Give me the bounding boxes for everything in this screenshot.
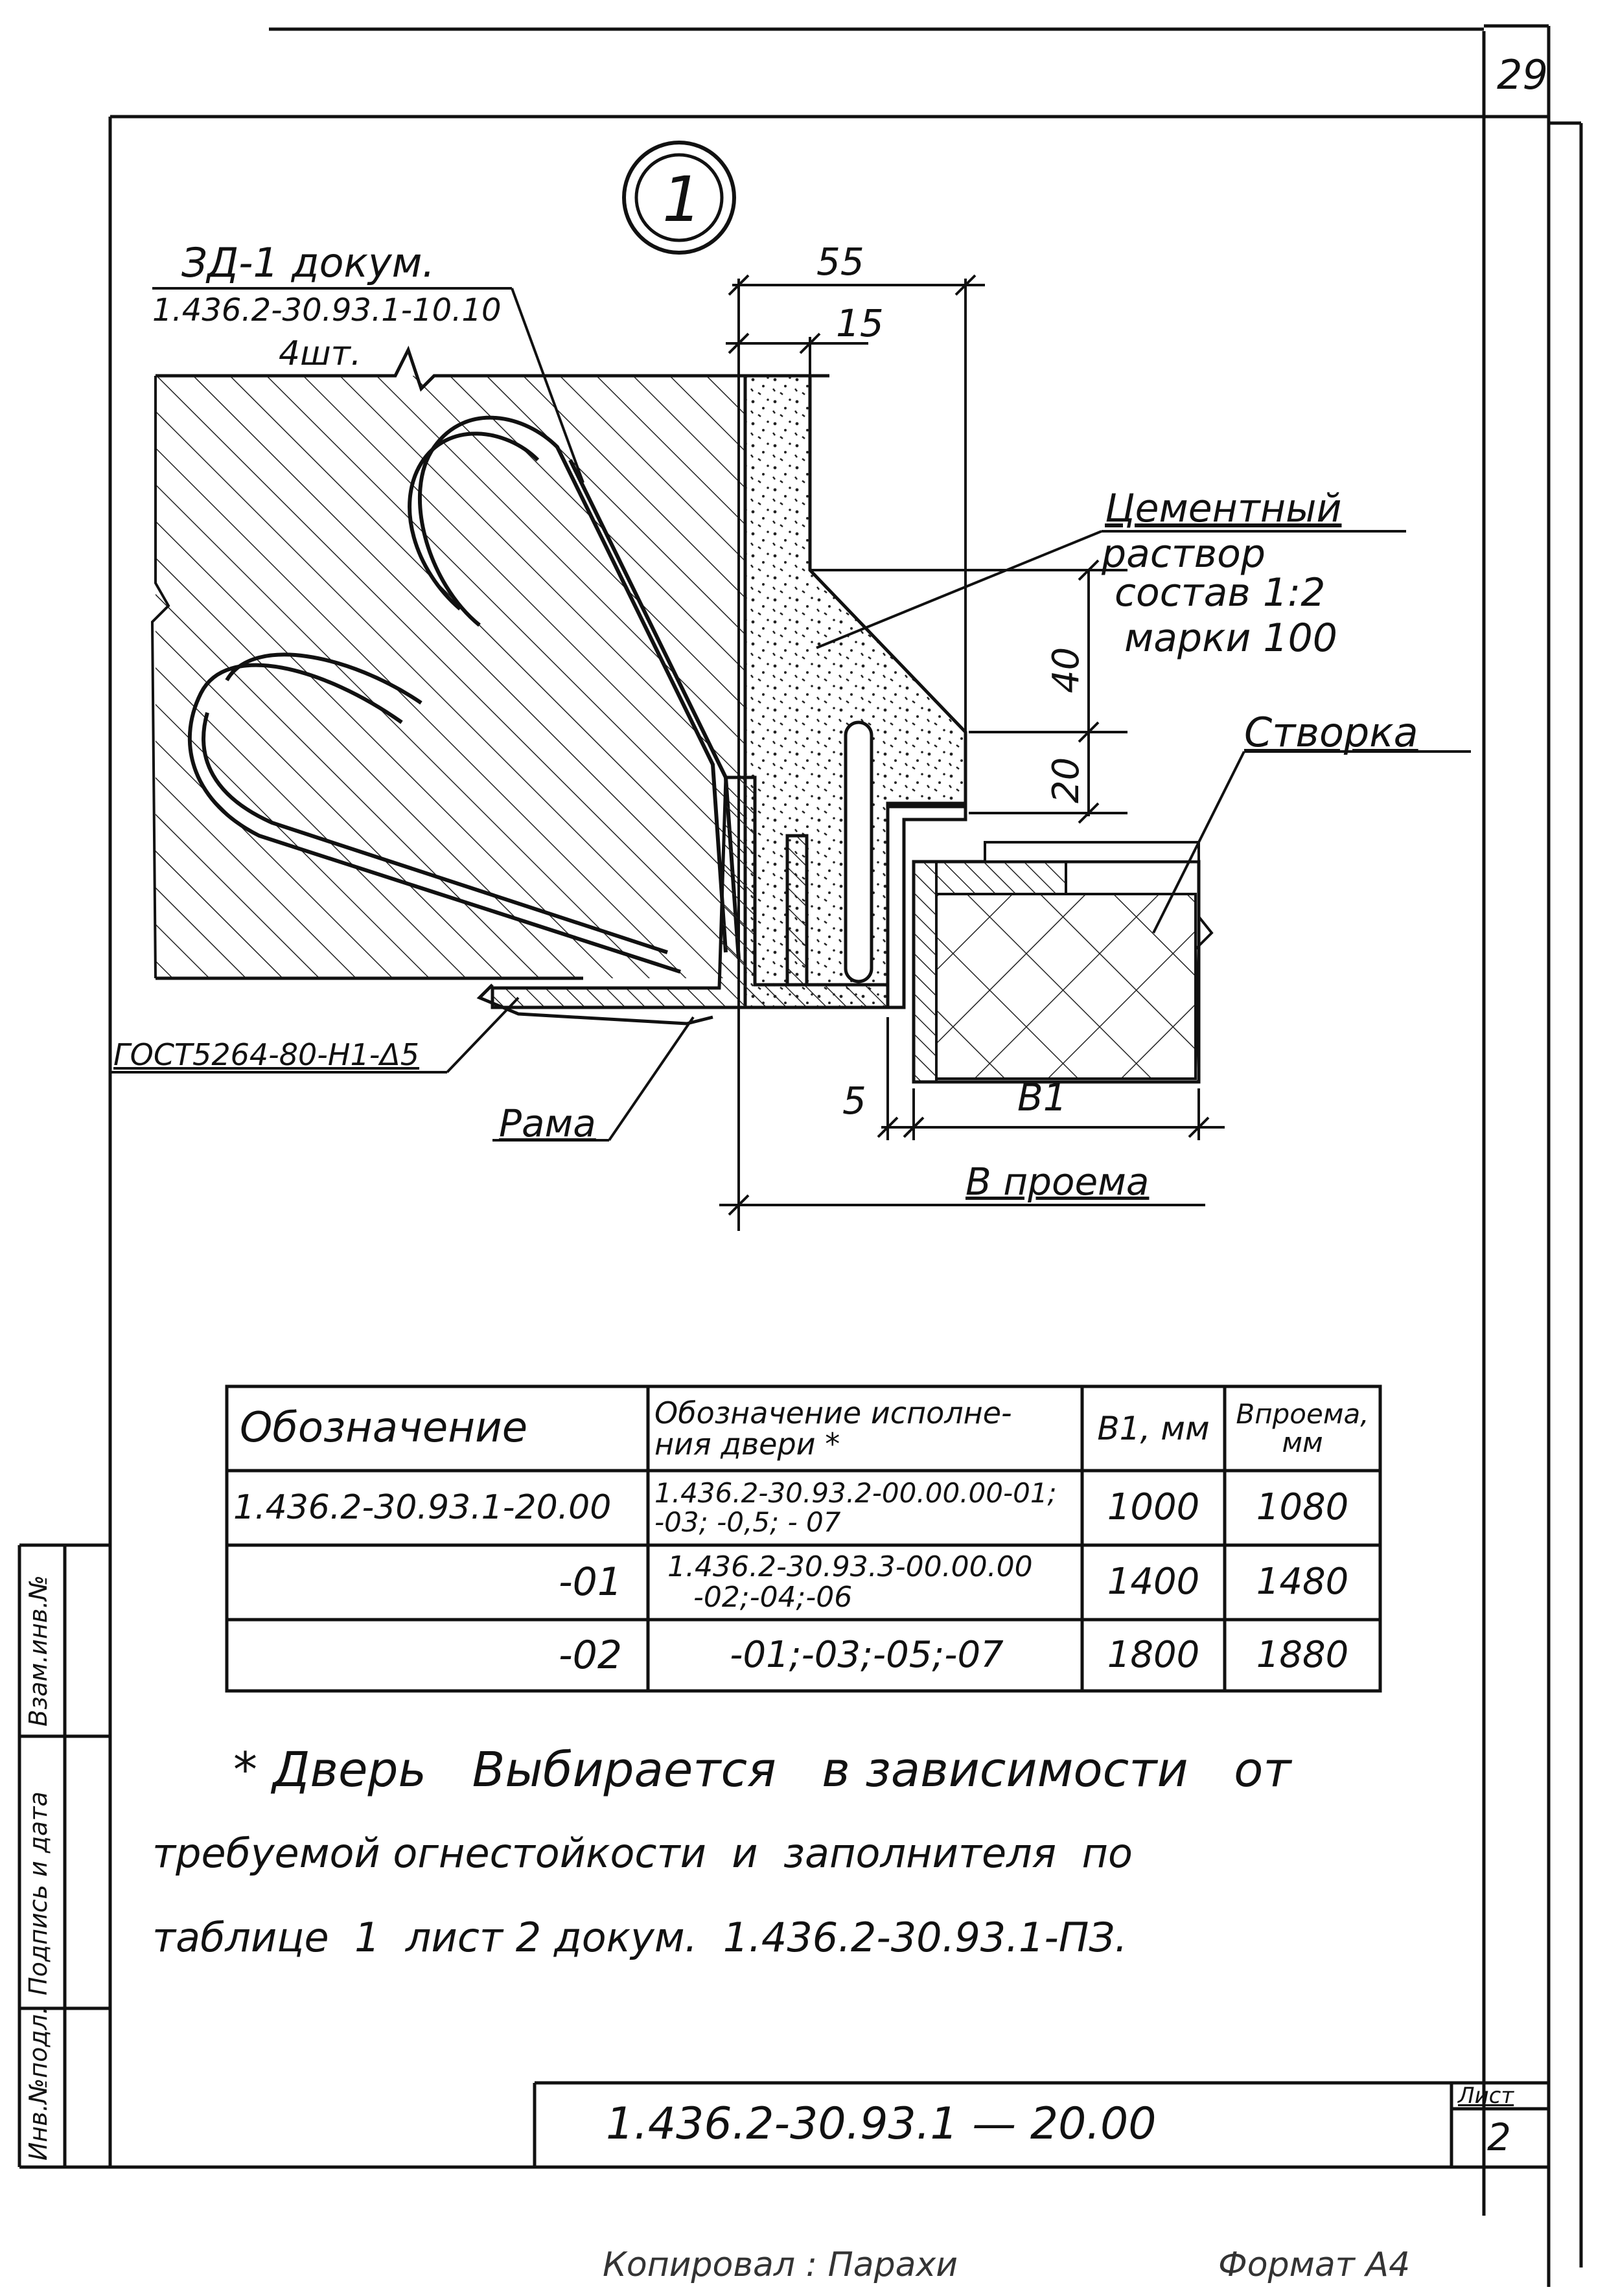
table-header-opening-line2: мм: [1282, 1427, 1323, 1458]
frame-callout: Рама: [499, 1101, 596, 1145]
steel-frame: [476, 720, 967, 1026]
table-header-opening: Впроема, мм: [1225, 1386, 1380, 1471]
table-row-0-designation: 1.436.2-30.93.1-20.00: [233, 1488, 612, 1528]
door-leaf: [912, 841, 1214, 1084]
leader-lines: [110, 287, 1471, 1142]
dimension-lines: [719, 274, 1225, 1231]
cement-callout-line3: состав 1:2: [1115, 570, 1326, 615]
weld-callout: ГОСТ5264-80-Н1-Δ5: [113, 1037, 420, 1072]
stamp-replacing-inv: Взам.инв.№: [24, 1575, 52, 1727]
title-block-frame: [533, 2081, 1549, 2167]
table-header-opening-line1: Впроема,: [1236, 1397, 1369, 1430]
cement-callout-line4: марки 100: [1124, 615, 1337, 661]
title-sheet-label: Лист: [1458, 2083, 1514, 2109]
detail-marker-label: 1: [662, 163, 702, 236]
table-row-1-designation: -01: [559, 1559, 622, 1605]
table-header-variant-line2: ния двери *: [654, 1427, 840, 1462]
table-header-designation: Обозначение: [240, 1404, 528, 1452]
dimension-5: 5: [842, 1079, 866, 1123]
note-line-2: требуемой огнестойкости и заполнителя по: [152, 1830, 1133, 1877]
sheet-frame: [19, 24, 1583, 2287]
note-line-3: таблице 1 лист 2 докум. 1.436.2-30.93.1-…: [152, 1914, 1127, 1961]
dimension-55: 55: [816, 240, 864, 284]
table-row-0-variant-line2: -03; -0,5; - 07: [654, 1506, 841, 1538]
table-row-2-designation: -02: [559, 1632, 622, 1678]
dimension-15: 15: [836, 301, 884, 345]
table-row-0-opening: 1080: [1256, 1486, 1349, 1529]
cement-callout-line1: Цементный: [1105, 486, 1342, 531]
table-header-variant: Обозначение исполне- ния двери *: [654, 1386, 1076, 1471]
table-row-0-variant-line1: 1.436.2-30.93.2-00.00.00-01;: [654, 1477, 1057, 1510]
cement-callout-line2: раствор: [1102, 531, 1266, 577]
table-row-1-variant-line2: -02;-04;-06: [693, 1580, 853, 1614]
dimension-b1: В1: [1017, 1075, 1067, 1119]
sash-callout: Створка: [1244, 709, 1418, 756]
note-line-1: * Дверь Выбирается в зависимости от: [233, 1742, 1291, 1798]
detail-marker-circle: [622, 141, 736, 255]
footer-copied: Копировал : Парахи: [603, 2245, 958, 2284]
anchor-loops: [187, 415, 741, 974]
anchor-callout-line1: ЗД-1 докум.: [181, 239, 435, 286]
table-row-0-variant: 1.436.2-30.93.2-00.00.00-01; -03; -0,5; …: [654, 1471, 1079, 1545]
table-row-1-variant-line1: 1.436.2-30.93.3-00.00.00: [667, 1550, 1033, 1584]
dimension-opening: В проема: [965, 1160, 1150, 1204]
table-row-2-opening: 1880: [1256, 1633, 1349, 1676]
table-header-b1: В1, мм: [1097, 1409, 1210, 1447]
page-number: 29: [1497, 51, 1548, 98]
stamp-inv-no: Инв.№подл.: [24, 2006, 52, 2161]
table-row-1-opening: 1480: [1256, 1561, 1349, 1603]
table-grid: [225, 1384, 1382, 1693]
side-stamp-frame: [17, 1543, 110, 2167]
table-row-1-variant: 1.436.2-30.93.3-00.00.00 -02;-04;-06: [667, 1545, 1079, 1620]
table-row-2-b1: 1800: [1107, 1633, 1200, 1676]
table-row-1-b1: 1400: [1107, 1561, 1200, 1603]
anchor-callout-line3: 4шт.: [279, 334, 362, 373]
stamp-signature-date: Подпись и дата: [24, 1791, 52, 1995]
dimension-20: 20: [1045, 757, 1087, 803]
title-sheet-number: 2: [1487, 2115, 1511, 2159]
table-row-0-b1: 1000: [1107, 1486, 1200, 1529]
table-row-2-variant: -01;-03;-05;-07: [730, 1633, 1004, 1676]
title-doc-number: 1.436.2-30.93.1 — 20.00: [606, 2098, 1157, 2150]
table-header-variant-line1: Обозначение исполне-: [654, 1395, 1012, 1430]
dimension-40: 40: [1045, 647, 1087, 693]
anchor-callout-line2: 1.436.2-30.93.1-10.10: [152, 292, 502, 328]
footer-format: Формат А4: [1218, 2245, 1411, 2284]
